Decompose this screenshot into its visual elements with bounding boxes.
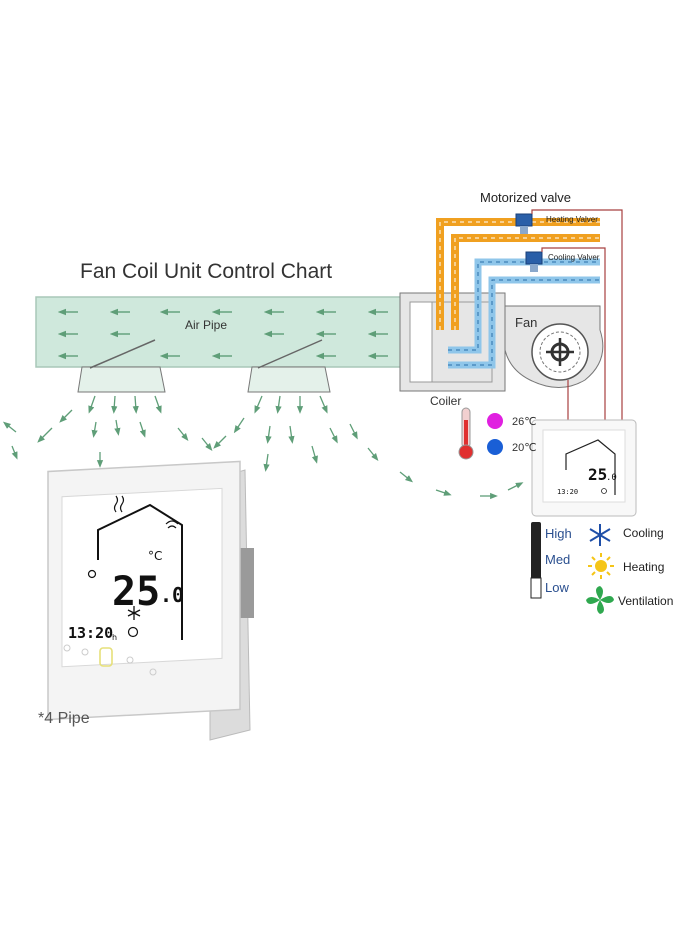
- thermostat-small-temperature: 25: [588, 465, 607, 484]
- house-icon: [97, 503, 183, 640]
- thermostat-small-decimal: .0: [606, 473, 617, 483]
- motorized-valve-label: Motorized valve: [480, 190, 572, 205]
- mode-heating-label: Heating: [623, 560, 665, 574]
- air-diffuser-right: [247, 339, 331, 393]
- thermostat-large-unit: °C: [148, 549, 162, 563]
- cooling-valve-label: Cooling Valver: [548, 253, 600, 262]
- touch-button-clock-icon: [126, 656, 134, 664]
- ventilation-icon: [586, 586, 614, 614]
- thermostat-small-time: 13:20: [557, 488, 578, 496]
- diagram-title: Fan Coil Unit Control Chart: [80, 260, 333, 283]
- thermostat-large: 25 .0 °C 13:20 h: [47, 460, 254, 741]
- fan-speed-high-label: High: [545, 526, 572, 541]
- thermostat-small: 25 .0 13:20: [531, 419, 637, 517]
- touch-button-temp-icon: [81, 648, 89, 656]
- air-pipe-label: Air Pipe: [185, 318, 228, 332]
- air-diffuser-left: [77, 339, 166, 393]
- thermostat-large-temperature: 25: [112, 569, 160, 615]
- thermometer-icon: [458, 407, 474, 460]
- thermostat-large-time-suffix: h: [112, 633, 117, 642]
- heat-waves-icon: [113, 495, 125, 513]
- coiler-label: Coiler: [430, 394, 462, 408]
- thermostat-large-decimal: .0: [160, 583, 184, 607]
- sun-icon: [588, 553, 614, 579]
- touch-button-power-icon: [63, 644, 71, 652]
- snowflake-icon: [127, 606, 141, 620]
- hot-temperature-dot: [487, 413, 503, 429]
- temperature-low-label: 20℃: [512, 442, 537, 454]
- fan-label: Fan: [515, 315, 538, 330]
- mode-cooling-label: Cooling: [623, 526, 664, 540]
- thermostat-large-time: 13:20: [68, 624, 113, 642]
- air-pipe: [35, 296, 407, 393]
- clock-icon: [601, 488, 607, 494]
- fan-coil-housing: [399, 292, 506, 392]
- room-airflow-arrows: [2, 395, 524, 500]
- duct-airflow-arrows: [57, 308, 388, 360]
- touch-button-mode-icon: [99, 647, 113, 667]
- touch-buttons-row: [63, 644, 157, 676]
- touch-button-menu-icon: [149, 668, 157, 676]
- wifi-icon: [165, 520, 179, 529]
- heating-valve-label: Heating Valver: [546, 215, 598, 224]
- heating-valve-icon: [515, 213, 533, 234]
- hot-water-pipes: [436, 218, 600, 330]
- clock-icon: [127, 626, 139, 638]
- power-icon: [87, 569, 97, 579]
- house-icon: [565, 439, 616, 495]
- cold-temperature-dot: [487, 439, 503, 455]
- fan-speed-low-label: Low: [545, 580, 569, 595]
- fan: [504, 305, 604, 388]
- control-wires: [531, 209, 623, 420]
- pipe-note-label: *4 Pipe: [38, 710, 90, 727]
- temperature-high-label: 26℃: [512, 416, 537, 428]
- mode-ventilation-label: Ventilation: [618, 594, 674, 608]
- snowflake-icon: [589, 524, 611, 546]
- fan-speed-bar: [530, 522, 542, 599]
- cooling-valve-icon: [525, 251, 543, 272]
- fan-speed-med-label: Med: [545, 552, 571, 567]
